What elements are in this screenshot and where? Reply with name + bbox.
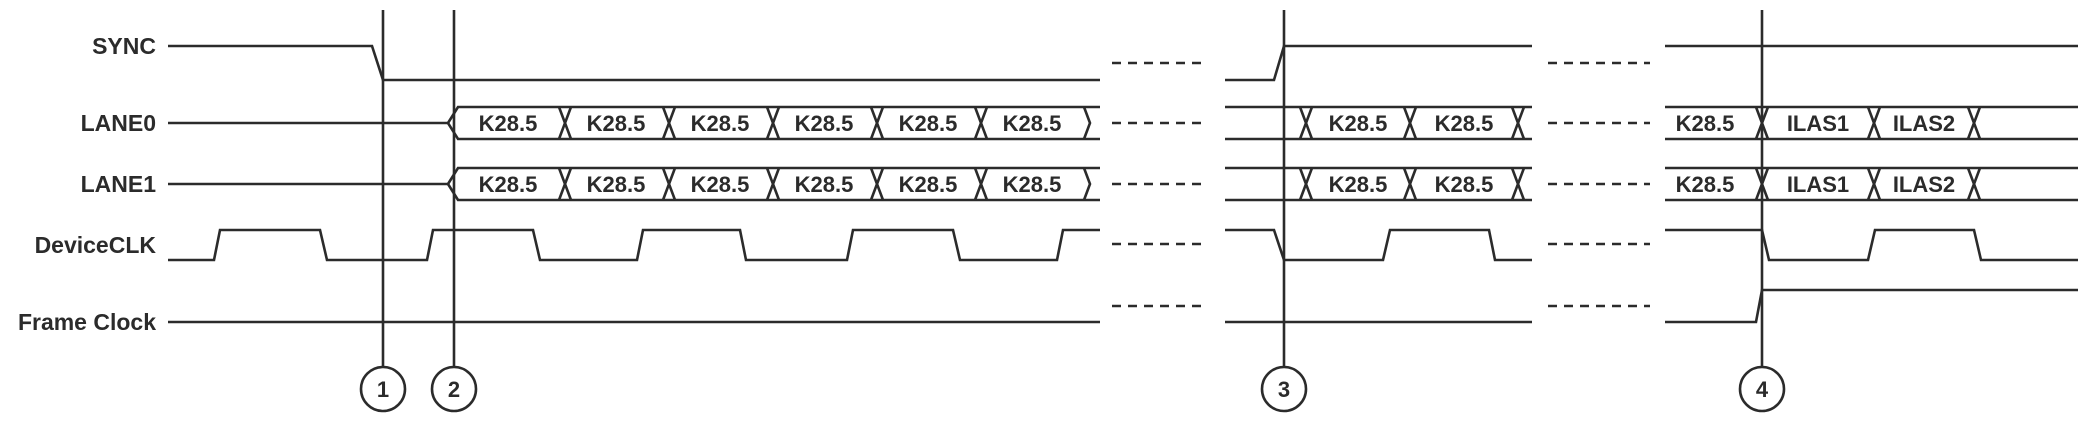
lane0-symbol: K28.5	[1435, 111, 1494, 136]
lane0-symbol: K28.5	[691, 111, 750, 136]
sync-wave-segment-b	[1225, 44, 1532, 82]
lane1-symbol: K28.5	[1435, 172, 1494, 197]
lane0-symbol: K28.5	[1329, 111, 1388, 136]
lane1-symbol: K28.5	[587, 172, 646, 197]
lane1-symbol: K28.5	[795, 172, 854, 197]
event-marker-4: 4	[1738, 365, 1786, 413]
lane0-symbol: K28.5	[795, 111, 854, 136]
event-marker-1: 1	[359, 365, 407, 413]
lane0-symbol: K28.5	[587, 111, 646, 136]
lane1-symbol: K28.5	[1003, 172, 1062, 197]
marker-label: 4	[1756, 377, 1769, 402]
lane0-symbol: K28.5	[1003, 111, 1062, 136]
marker-label: 1	[377, 377, 389, 402]
sync-wave-segment-a	[168, 44, 1100, 82]
lane0-ilas2: ILAS2	[1893, 111, 1955, 136]
lane0-symbol: K28.5	[479, 111, 538, 136]
lane0-symbol: K28.5	[1676, 111, 1735, 136]
deviceclk-wave-segment-a	[168, 228, 1100, 262]
marker-label: 2	[448, 377, 460, 402]
event-marker-2: 2	[430, 365, 478, 413]
lane1-symbols: K28.5 K28.5 K28.5 K28.5 K28.5 K28.5 K28.…	[479, 172, 1956, 197]
marker-label: 3	[1278, 377, 1290, 402]
lane1-symbol: K28.5	[899, 172, 958, 197]
label-frameclock: Frame Clock	[18, 309, 156, 335]
lane1-ilas2: ILAS2	[1893, 172, 1955, 197]
lane1-crossings	[557, 167, 1982, 201]
lane1-symbol: K28.5	[691, 172, 750, 197]
lane1-symbol: K28.5	[479, 172, 538, 197]
lane1-symbol: K28.5	[1329, 172, 1388, 197]
label-sync: SYNC	[92, 33, 156, 59]
lane1-ilas1: ILAS1	[1787, 172, 1849, 197]
lane0-bus	[168, 105, 2078, 141]
event-marker-3: 3	[1260, 365, 1308, 413]
deviceclk-wave-segment-c	[1665, 228, 2078, 262]
frameclock-wave-segment-c	[1665, 288, 2078, 324]
lane1-symbol: K28.5	[1676, 172, 1735, 197]
lane0-ilas1: ILAS1	[1787, 111, 1849, 136]
lane0-symbols: K28.5 K28.5 K28.5 K28.5 K28.5 K28.5 K28.…	[479, 111, 1956, 136]
label-lane0: LANE0	[81, 110, 156, 136]
label-deviceclk: DeviceCLK	[35, 232, 157, 258]
lane0-crossings	[557, 106, 1982, 140]
lane0-symbol: K28.5	[899, 111, 958, 136]
label-lane1: LANE1	[81, 171, 157, 197]
time-gap-dashes	[1112, 61, 1650, 308]
deviceclk-wave-segment-b	[1225, 228, 1532, 262]
